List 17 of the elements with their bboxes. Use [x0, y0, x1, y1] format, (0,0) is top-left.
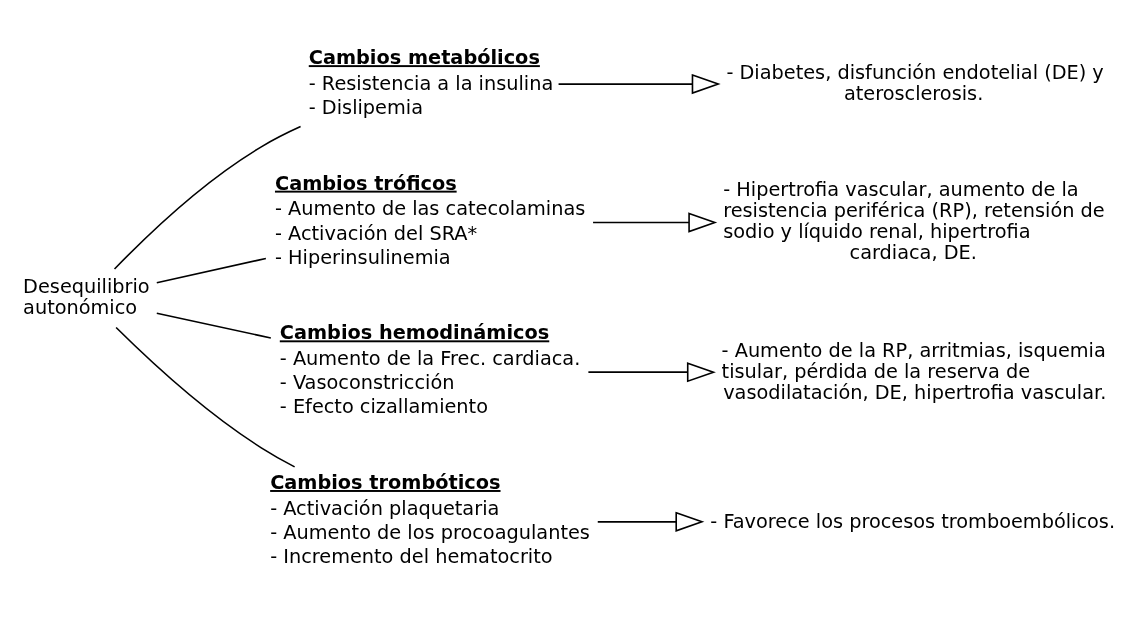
- node-text: - Favorece los procesos tromboembólicos.: [710, 509, 1116, 533]
- connector: [156, 257, 267, 284]
- node-text: - Diabetes, disfunción endotelial (DE) y aterosclerosis.: [726, 60, 1104, 105]
- node-text: Desequilibrio autonómico: [23, 274, 150, 319]
- connector: [156, 311, 272, 339]
- node-text: - Aumento de la RP, arritmias, isquemia tisular, pérdida de la reserva de vasodilatación, DE, hipertrofia vascular.: [721, 338, 1107, 404]
- node-text: Cambios tróficos - Aumento de las catecolaminas - Activación del SRA* - Hiperinsulinemia: [274, 171, 586, 269]
- arrow: [557, 73, 721, 94]
- node-text: Cambios hemodinámicos - Aumento de la Frec. cardiaca. - Vasoconstricción - Efecto cizallamiento: [279, 320, 581, 418]
- node-text: Cambios trombóticos - Activación plaquetaria - Aumento de los procoagulantes - Incremento del hematocrito: [270, 470, 590, 568]
- connector: [115, 326, 296, 468]
- arrow: [592, 211, 718, 233]
- arrow: [596, 511, 705, 532]
- arrow: [587, 361, 716, 382]
- node-text: Cambios metabólicos - Resistencia a la insulina - Dislipemia: [308, 45, 554, 119]
- node-text: - Hipertrofia vascular, aumento de la resistencia periférica (RP), retensión de sodio y líquido renal, hipertrofia cardiaca, DE.: [723, 177, 1105, 264]
- connector: [113, 125, 302, 270]
